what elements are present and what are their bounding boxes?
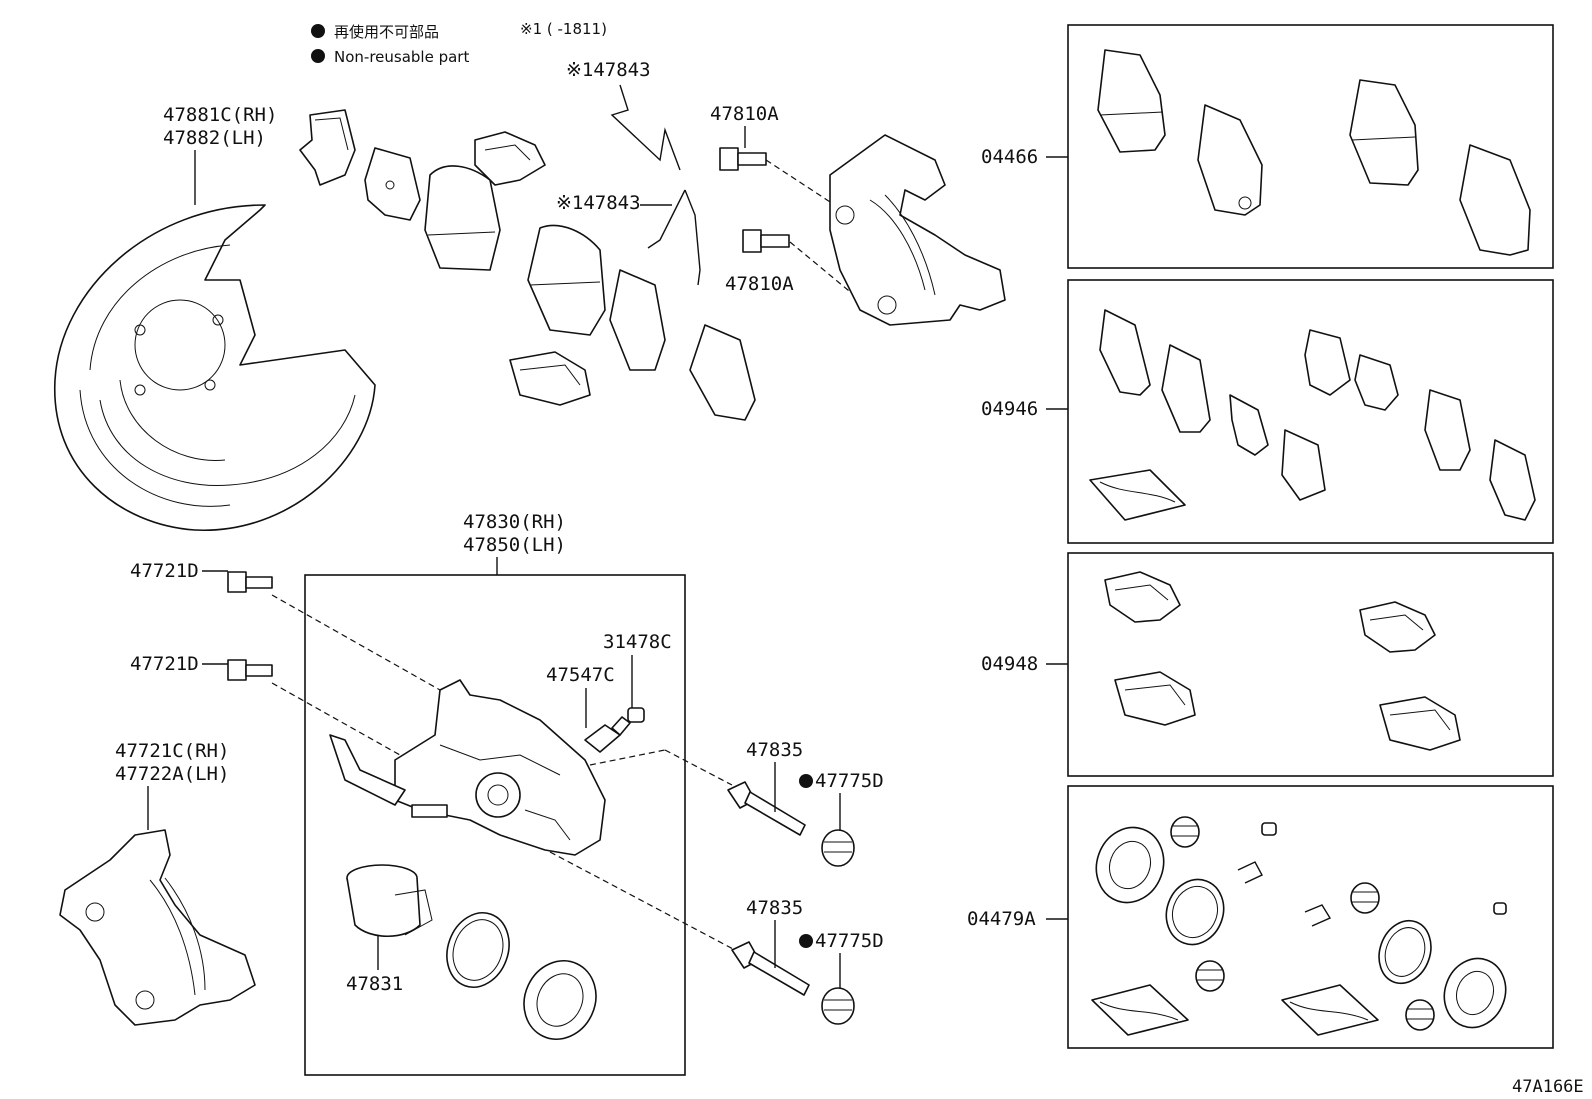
caliper-bolt-part — [227, 571, 273, 681]
kit-box-pads — [1067, 24, 1554, 269]
legend-note: ※1 ( -1811) — [520, 20, 607, 38]
shim-part-lower — [609, 269, 756, 421]
kit2-label: 04946 — [981, 398, 1038, 420]
caliper-label: 47830(RH) 47850(LH) — [463, 511, 566, 575]
kit1-pads-part — [1097, 49, 1531, 256]
mount-bracket-part — [59, 829, 256, 1026]
caliper-body-part — [329, 679, 606, 856]
legend-jp-label: 再使用不可部品 — [334, 23, 439, 41]
bleeder-label: 47547C — [546, 664, 615, 686]
clip-top-label: ※147843 — [566, 59, 651, 81]
kit-box-seals — [1067, 785, 1554, 1049]
dust-shield-part — [54, 204, 376, 531]
kit-box-shims — [1067, 279, 1554, 544]
mounting-bolt-part — [719, 147, 790, 253]
kit1-label: 04466 — [981, 146, 1038, 168]
figure-id: 47A166E — [1512, 1077, 1584, 1097]
non-reusable-marker-icon — [311, 49, 325, 63]
non-reusable-marker-icon — [799, 774, 813, 788]
legend: 再使用不可部品 Non-reusable part ※1 ( -1811) — [311, 20, 607, 66]
piston-seal-part — [446, 912, 510, 988]
shield-rh-label: 47881C(RH) — [163, 104, 277, 126]
cap-label: 31478C — [603, 631, 672, 653]
shield-label: 47881C(RH) 47882(LH) — [163, 104, 277, 205]
mount-label: 47721C(RH) 47722A(LH) — [115, 740, 229, 830]
kit4-seals-part — [1091, 816, 1507, 1036]
clip-mid-label: ※147843 — [556, 192, 641, 214]
boot-bot-label: 47775D — [815, 930, 884, 952]
bleeder-cap-part — [627, 707, 645, 723]
boot-top-label: 47775D — [815, 770, 884, 792]
bolt-top-label: 47810A — [710, 103, 779, 125]
caliper-bracket-part — [829, 134, 1006, 326]
non-reusable-marker-icon — [799, 934, 813, 948]
kit3-clips-part — [1104, 571, 1461, 751]
caliper-assy-box — [304, 574, 686, 1076]
piston-label: 47831 — [346, 973, 403, 995]
kit2-shims-part — [1089, 309, 1536, 521]
caliper-rh-label: 47830(RH) — [463, 511, 566, 533]
pin-top-label: 47835 — [746, 739, 803, 761]
bolt-b-label: 47721D — [130, 653, 199, 675]
bleeder-screw-part — [584, 716, 631, 753]
kit4-label: 04479A — [967, 908, 1036, 930]
kit3-label: 04948 — [981, 653, 1038, 675]
shield-lh-label: 47882(LH) — [163, 127, 266, 149]
pad-clip-part — [474, 131, 591, 406]
anti-rattle-clip-part — [610, 84, 701, 286]
mount-lh-label: 47722A(LH) — [115, 763, 229, 785]
brake-pad-part — [424, 165, 606, 336]
bolt-a-label: 47721D — [130, 560, 199, 582]
mount-rh-label: 47721C(RH) — [115, 740, 229, 762]
piston-boot-part — [523, 960, 597, 1040]
bolt-mid-label: 47810A — [725, 273, 794, 295]
legend-en-label: Non-reusable part — [334, 48, 469, 66]
caliper-lh-label: 47850(LH) — [463, 534, 566, 556]
non-reusable-marker-icon — [311, 24, 325, 38]
pin-boot-part — [821, 829, 855, 1025]
pin-bot-label: 47835 — [746, 897, 803, 919]
piston-part — [346, 864, 433, 937]
shim-part — [299, 109, 421, 221]
slide-pin-part — [727, 781, 810, 996]
